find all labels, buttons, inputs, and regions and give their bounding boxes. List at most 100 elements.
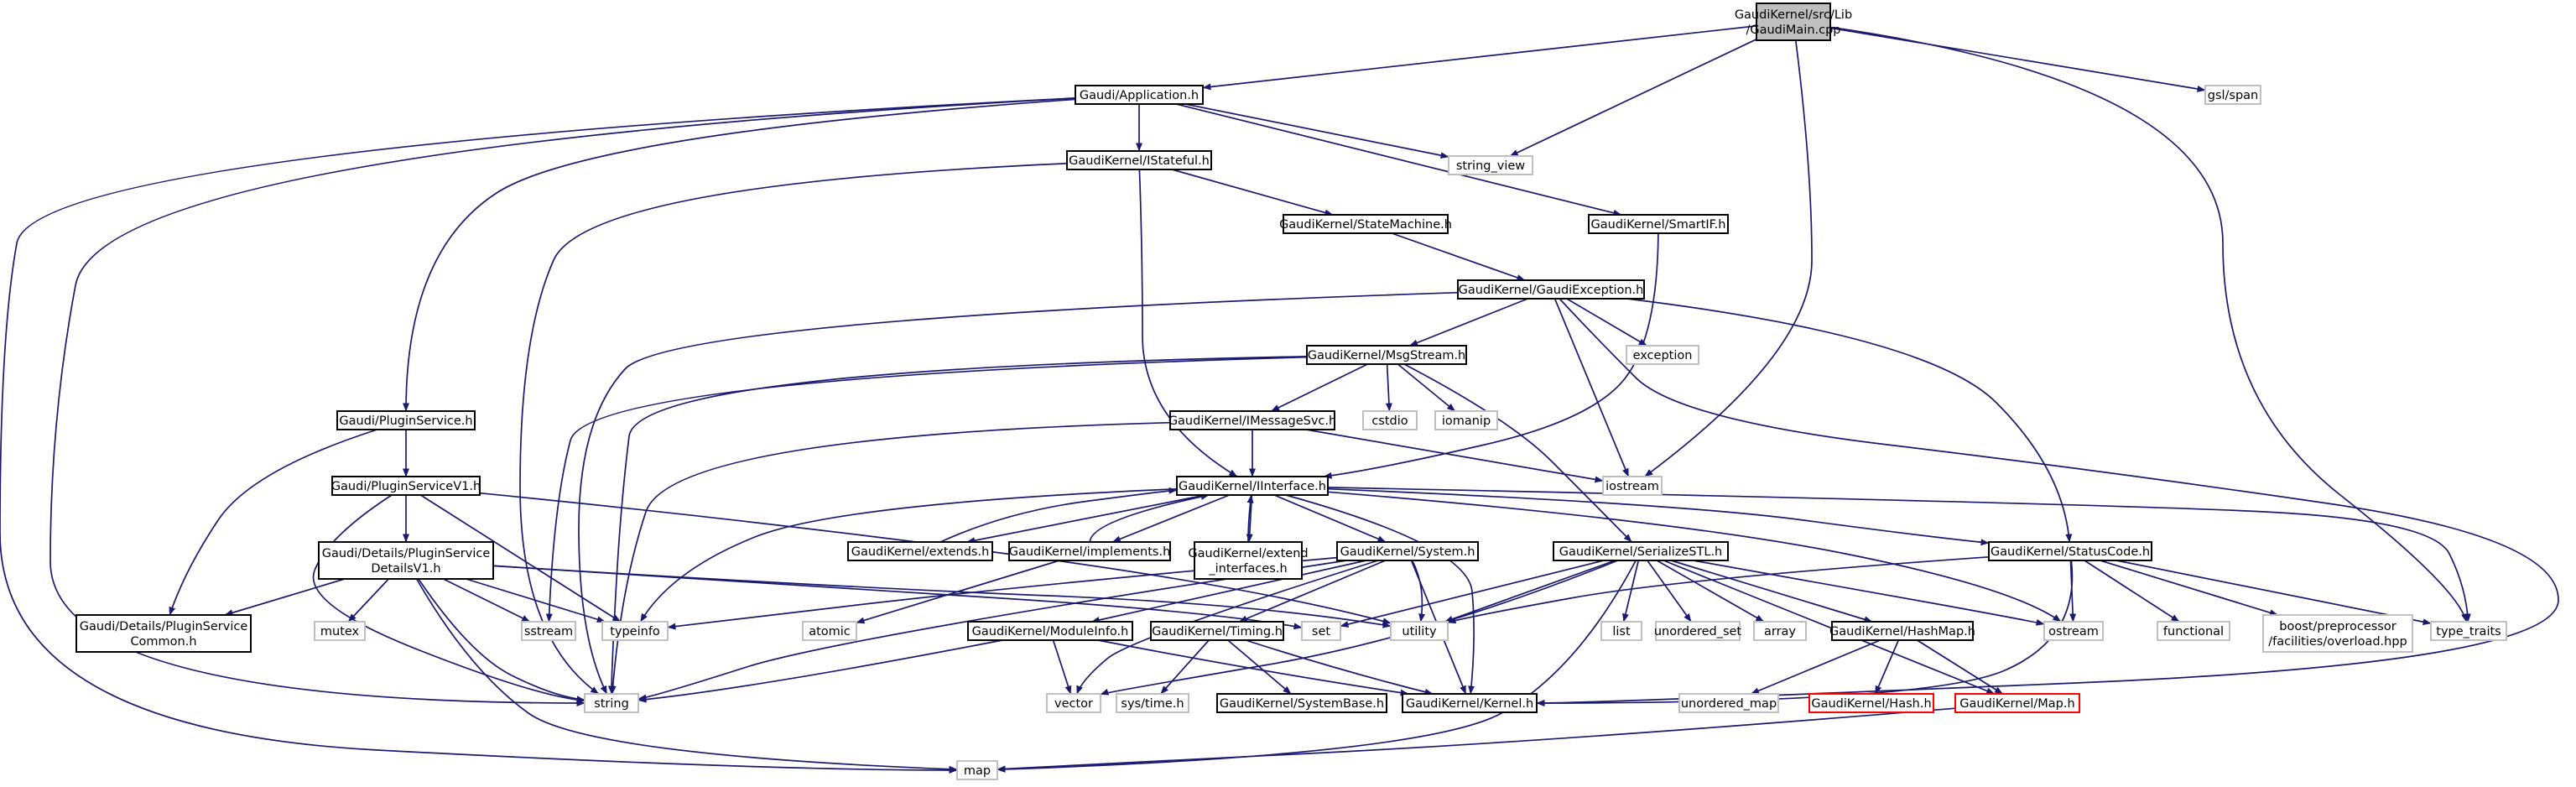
node-box — [1988, 541, 2152, 561]
node-box — [967, 621, 1133, 641]
edge-line — [1285, 494, 1475, 695]
node-timing[interactable]: GaudiKernel/Timing.h — [1150, 621, 1284, 641]
edge-line — [637, 639, 1003, 703]
edge-line — [1536, 298, 2559, 706]
edge-line — [639, 487, 1178, 623]
edge-line — [2084, 560, 2180, 623]
node-box — [1753, 621, 1807, 641]
node-box — [1602, 476, 1663, 496]
node-box — [1457, 279, 1645, 300]
edge-app-to-string — [49, 97, 1076, 706]
node-box — [2043, 621, 2104, 641]
node-label: Gaudi/PluginServiceV1.h — [331, 480, 481, 493]
node-label: Gaudi/Details/PluginService — [322, 547, 491, 560]
node-smartif[interactable]: GaudiKernel/SmartIF.h — [1588, 214, 1729, 234]
edge-istateful-to-statemachine — [1171, 169, 1334, 216]
node-label: sstream — [524, 625, 573, 638]
edge-line — [2115, 560, 2432, 626]
edge-line — [1553, 298, 1630, 477]
node-box — [1808, 693, 1934, 713]
node-box — [2262, 614, 2413, 653]
node-label: typeinfo — [610, 625, 660, 638]
edge-gaudiexc-to-kernel — [1536, 298, 2559, 706]
node-serializestl[interactable]: GaudiKernel/SerializeSTL.h — [1553, 541, 1729, 561]
edge-line — [1327, 487, 1990, 546]
node-hashmap[interactable]: GaudiKernel/HashMap.h — [1829, 621, 1975, 641]
edge-timing-to-kernel — [1245, 639, 1434, 696]
node-istateful[interactable]: GaudiKernel/IStateful.h — [1066, 150, 1212, 170]
node-label: mutex — [320, 625, 360, 638]
edge-imessagesvc-to-string — [609, 421, 1171, 695]
edge-statemachine-to-gaudiexc — [1391, 232, 1526, 281]
edge-hashmap-to-unorderedmap — [1751, 639, 1881, 695]
node-label: GaudiKernel/SerializeSTL.h — [1559, 545, 1723, 559]
node-gslspan: gsl/span — [2204, 85, 2261, 105]
node-kernel[interactable]: GaudiKernel/Kernel.h — [1402, 693, 1538, 713]
node-extends[interactable]: GaudiKernel/extends.h — [847, 541, 993, 561]
edge-iinterface-to-kernel — [1285, 494, 1475, 695]
node-boostoverload: boost/preprocessor/facilities/overload.h… — [2262, 614, 2413, 653]
node-box — [1588, 214, 1729, 234]
node-moduleinfo[interactable]: GaudiKernel/ModuleInfo.h — [967, 621, 1133, 641]
edge-line — [1305, 429, 1604, 483]
node-label: string_view — [1456, 159, 1525, 173]
edge-app-to-pluginservice — [403, 98, 1076, 412]
edge-line — [1622, 560, 1640, 623]
edge-msgstream-to-serializestl — [1403, 363, 1632, 543]
node-statuscode[interactable]: GaudiKernel/StatusCode.h — [1988, 541, 2152, 561]
edge-line — [1202, 25, 1757, 91]
edge-statuscode-to-typetraits — [2115, 560, 2432, 626]
node-imessagesvc[interactable]: GaudiKernel/IMessageSvc.h — [1168, 410, 1336, 430]
edge-line — [1693, 560, 2045, 626]
edge-line — [1111, 494, 1230, 543]
node-label: GaudiKernel/SmartIF.h — [1591, 218, 1726, 232]
edge-line — [519, 162, 1068, 695]
node-msgstream[interactable]: GaudiKernel/MsgStream.h — [1306, 345, 1467, 365]
node-box — [1194, 541, 1303, 580]
node-label: GaudiKernel/Map.h — [1959, 697, 2074, 711]
node-pluginservice[interactable]: Gaudi/PluginService.h — [336, 410, 476, 430]
edge-line — [415, 578, 958, 773]
node-gaudiexc[interactable]: GaudiKernel/GaudiException.h — [1457, 279, 1645, 300]
node-statemachine[interactable]: GaudiKernel/StateMachine.h — [1279, 214, 1452, 234]
node-utility: utility — [1390, 621, 1449, 641]
edge-line — [608, 355, 1308, 695]
node-label: GaudiKernel/extend — [1188, 547, 1308, 560]
node-app[interactable]: Gaudi/Application.h — [1075, 85, 1204, 105]
edge-line — [312, 494, 585, 704]
edge-line — [1138, 169, 1238, 477]
edge-line — [1647, 560, 1692, 623]
edge-system-to-vector — [1076, 560, 1379, 695]
node-main[interactable]: GaudiKernel/src/Lib/GaudiMain.cpp — [1735, 3, 1852, 41]
node-implements[interactable]: GaudiKernel/implements.h — [1008, 541, 1171, 561]
node-box — [1283, 214, 1449, 234]
node-box — [1306, 345, 1467, 365]
node-mutex: mutex — [314, 621, 366, 641]
node-pluginservicev1[interactable]: Gaudi/PluginServiceV1.h — [331, 476, 481, 496]
edge-moduleinfo-to-string — [637, 639, 1003, 703]
edge-line — [939, 487, 1178, 543]
node-extendinterfaces[interactable]: GaudiKernel/extend_interfaces.h — [1188, 541, 1309, 580]
node-unorderedset: unordered_set — [1654, 621, 1741, 641]
edge-line — [1076, 560, 1379, 695]
node-label: GaudiKernel/ModuleInfo.h — [972, 625, 1129, 638]
node-box — [1075, 85, 1204, 105]
node-systembase[interactable]: GaudiKernel/SystemBase.h — [1216, 693, 1387, 713]
node-box — [521, 621, 576, 641]
node-label: set — [1312, 625, 1330, 638]
node-box — [1402, 693, 1538, 713]
edge-statuscode-to-boostoverload — [2100, 560, 2278, 617]
node-label: atomic — [809, 625, 851, 638]
node-label: GaudiKernel/MsgStream.h — [1308, 349, 1466, 362]
node-system[interactable]: GaudiKernel/System.h — [1336, 541, 1479, 561]
edge-line — [1829, 26, 2468, 623]
edge-line — [1444, 560, 1616, 623]
edge-app-to-smartif — [1175, 103, 1622, 216]
node-iinterface[interactable]: GaudiKernel/IInterface.h — [1176, 476, 1329, 496]
node-label: /facilities/overload.hpp — [2268, 635, 2407, 649]
node-box — [2157, 621, 2230, 641]
node-label: GaudiKernel/Timing.h — [1152, 625, 1283, 638]
node-box — [1600, 621, 1642, 641]
